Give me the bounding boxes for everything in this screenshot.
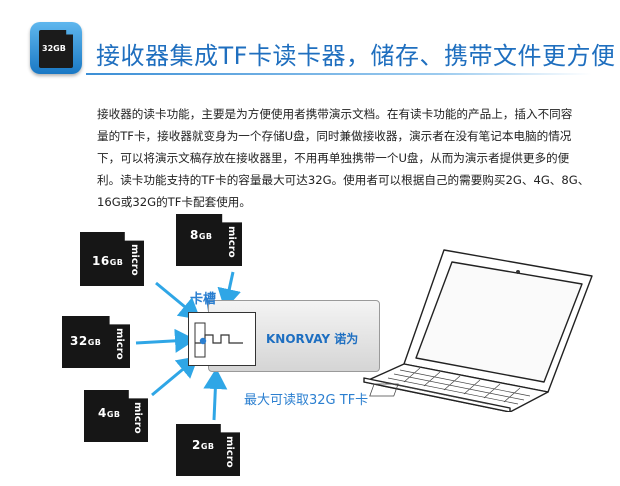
micro-logo: micro (132, 402, 143, 434)
laptop-webcam (516, 270, 520, 274)
sd-card-app-icon: 32GB (30, 22, 82, 74)
micro-sd-card-8gb: 8GB micro (176, 214, 242, 266)
laptop-keys (381, 367, 531, 405)
micro-logo: micro (226, 226, 237, 258)
usb-plug (188, 312, 256, 366)
arrow-16gb (155, 281, 201, 320)
micro-sd-card-32gb: 32GB micro (62, 316, 130, 368)
max-capacity-note: 最大可读取32G TF卡 (244, 393, 369, 408)
mini-card-icon: 32GB (39, 30, 73, 68)
laptop-keyboard-deck (363, 363, 549, 412)
reader-brand-label: KNORVAY 诺为 (266, 332, 359, 346)
micro-logo: micro (224, 436, 235, 468)
laptop-screen (415, 261, 583, 383)
card-slot-label: 卡槽 (190, 292, 217, 307)
laptop-front-edge (363, 377, 511, 412)
arrow-4gb (151, 356, 199, 397)
micro-sd-card-2gb: 2GB micro (176, 424, 240, 476)
micro-sd-card-4gb: 4GB micro (84, 390, 148, 442)
arrow-32gb (135, 328, 196, 353)
title-underline (86, 73, 592, 75)
arrow-2gb (203, 368, 228, 421)
micro-logo: micro (114, 328, 125, 360)
laptop-illustration (363, 249, 593, 412)
micro-logo: micro (129, 244, 140, 276)
page-title: 接收器集成TF卡读卡器，储存、携带文件更方便 (96, 42, 616, 70)
laptop-touchpad (369, 383, 399, 397)
card-slot-marker (199, 337, 207, 345)
arrow-8gb (217, 271, 241, 310)
icon-capacity-label: 32GB (42, 44, 66, 53)
micro-sd-card-16gb: 16GB micro (80, 232, 144, 286)
usb-plug-outline (194, 322, 243, 358)
description-text: 接收器的读卡功能，主要是为方便使用者携带演示文档。在有读卡功能的产品上，插入不同… (97, 107, 590, 209)
